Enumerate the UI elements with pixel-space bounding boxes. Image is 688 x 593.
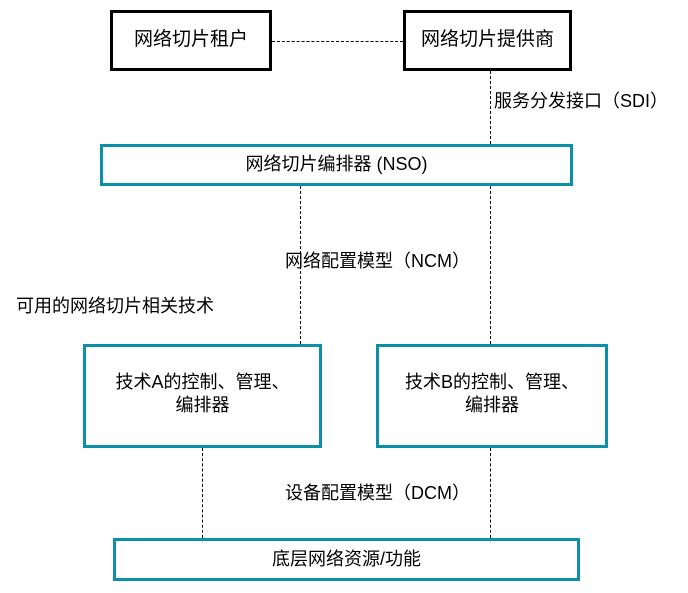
connector-nso-tech-a [300, 186, 301, 344]
node-network-slice-provider[interactable]: 网络切片提供商 [403, 10, 572, 71]
connector-tech-b-resources [490, 448, 491, 538]
edge-label-dcm: 设备配置模型（DCM） [285, 483, 470, 503]
node-network-slice-orchestrator-label: 网络切片编排器 (NSO) [245, 154, 428, 175]
connector-tenant-provider [272, 41, 403, 42]
node-technology-b-controller[interactable]: 技术B的控制、管理、 编排器 [376, 344, 608, 448]
connector-provider-nso [490, 71, 491, 144]
connector-tech-a-resources [202, 448, 203, 538]
note-available-technologies: 可用的网络切片相关技术 [16, 296, 214, 316]
node-network-slice-tenant-label: 网络切片租户 [133, 29, 248, 51]
node-technology-a-controller-label: 技术A的控制、管理、 编排器 [115, 372, 290, 416]
node-underlying-network-resources-label: 底层网络资源/功能 [271, 548, 421, 569]
edge-label-sdi: 服务分发接口（SDI） [494, 91, 669, 111]
connector-nso-tech-b [490, 186, 491, 344]
node-technology-b-controller-label: 技术B的控制、管理、 编排器 [404, 372, 579, 416]
edge-label-ncm: 网络配置模型（NCM） [285, 251, 470, 271]
node-network-slice-provider-label: 网络切片提供商 [420, 29, 554, 51]
node-underlying-network-resources[interactable]: 底层网络资源/功能 [113, 538, 580, 581]
node-network-slice-orchestrator[interactable]: 网络切片编排器 (NSO) [100, 144, 573, 186]
node-technology-a-controller[interactable]: 技术A的控制、管理、 编排器 [83, 344, 322, 448]
node-network-slice-tenant[interactable]: 网络切片租户 [110, 10, 272, 71]
